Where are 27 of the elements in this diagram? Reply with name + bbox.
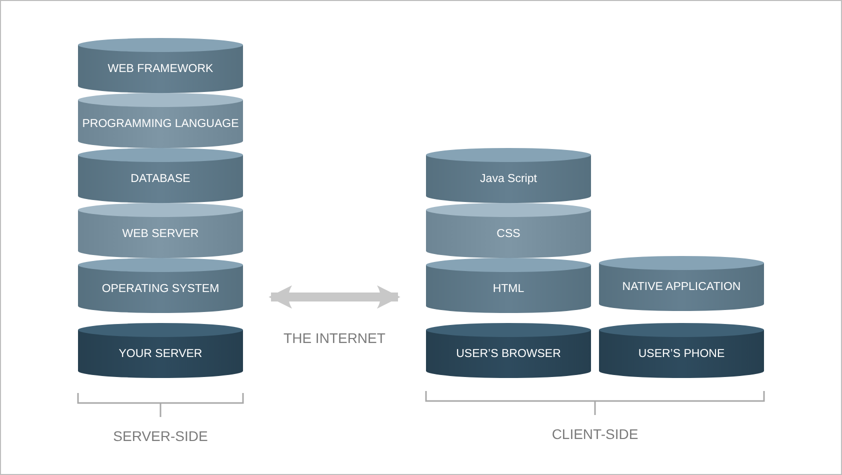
cylinder (78, 148, 243, 203)
cylinder-label: DATABASE (130, 172, 192, 186)
cylinder (78, 93, 243, 148)
cylinder-label: HTML (492, 282, 526, 296)
cylinder (78, 203, 243, 258)
cylinder-label: Java Script (479, 172, 538, 186)
cylinder (78, 258, 243, 313)
cylinder-label: WEB SERVER (121, 227, 200, 241)
cylinder (599, 323, 764, 378)
cylinder (426, 258, 591, 313)
cylinder (426, 203, 591, 258)
group-label: SERVER-SIDE (112, 427, 209, 445)
cylinder-label: NATIVE APPLICATION (621, 280, 742, 294)
cylinder (78, 38, 243, 93)
group-label: CLIENT-SIDE (550, 425, 640, 443)
cylinder (426, 148, 591, 203)
cylinder (599, 256, 764, 311)
edge-label: THE INTERNET (282, 329, 386, 347)
cylinder (78, 323, 243, 378)
cylinder-label: PROGRAMMING LANGUAGE (81, 117, 240, 131)
cylinder-label: CSS (496, 227, 522, 241)
cylinder-label: WEB FRAMEWORK (106, 62, 214, 76)
cylinder-label: YOUR SERVER (118, 347, 204, 361)
cylinder (426, 323, 591, 378)
cylinder-label: OPERATING SYSTEM (100, 282, 220, 296)
cylinder-label: USER’S BROWSER (455, 347, 562, 361)
cylinder-label: USER’S PHONE (637, 347, 726, 361)
